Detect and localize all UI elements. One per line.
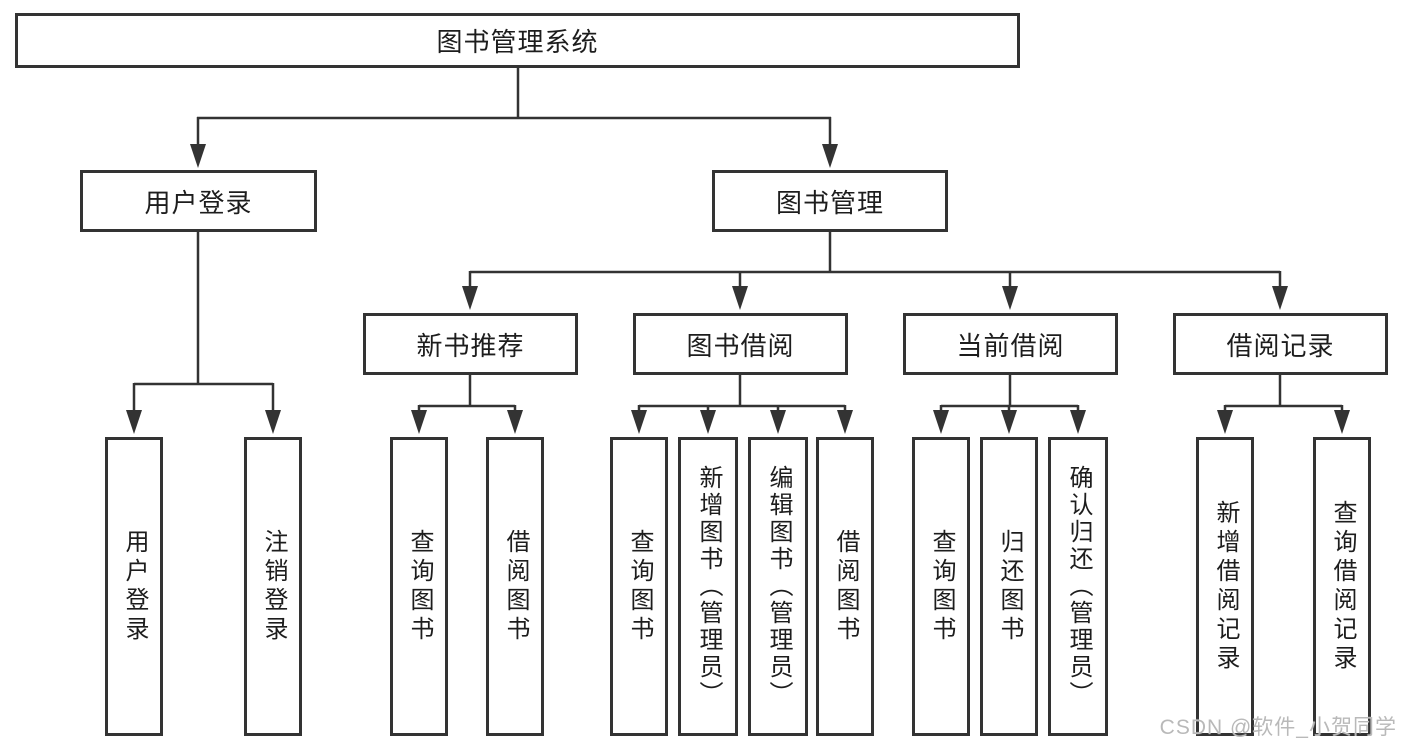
leaf-bb-add-book-admin: 新增图书（管理员） xyxy=(678,437,738,736)
leaf-cb-return-book: 归还图书 xyxy=(980,437,1038,736)
leaf-nbr-borrow-book: 借阅图书 xyxy=(486,437,544,736)
node-root-system: 图书管理系统 xyxy=(15,13,1020,68)
node-borrow-records: 借阅记录 xyxy=(1173,313,1388,375)
leaf-cb-confirm-return-admin: 确认归还（管理员） xyxy=(1048,437,1108,736)
node-book-mgmt: 图书管理 xyxy=(712,170,948,232)
leaf-bb-edit-book-admin: 编辑图书（管理员） xyxy=(748,437,808,736)
leaf-nbr-query-book: 查询图书 xyxy=(390,437,448,736)
leaf-cb-query-book: 查询图书 xyxy=(912,437,970,736)
leaf-bb-query-book: 查询图书 xyxy=(610,437,668,736)
leaf-logout: 注销登录 xyxy=(244,437,302,736)
node-book-borrow: 图书借阅 xyxy=(633,313,848,375)
node-user-login: 用户登录 xyxy=(80,170,317,232)
leaf-user-login: 用户登录 xyxy=(105,437,163,736)
leaf-br-query-record: 查询借阅记录 xyxy=(1313,437,1371,736)
node-current-borrow: 当前借阅 xyxy=(903,313,1118,375)
csdn-watermark: CSDN @软件_小贺同学 xyxy=(1159,716,1397,739)
leaf-bb-borrow-book: 借阅图书 xyxy=(816,437,874,736)
node-new-book-rec: 新书推荐 xyxy=(363,313,578,375)
leaf-br-add-record: 新增借阅记录 xyxy=(1196,437,1254,736)
